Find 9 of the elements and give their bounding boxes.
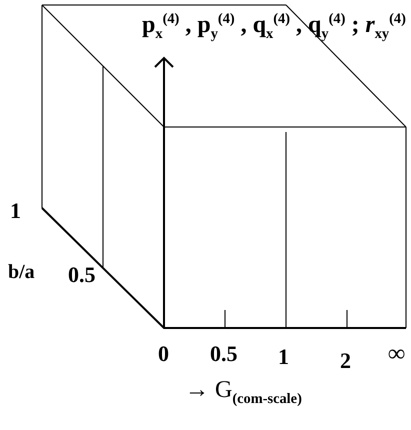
tick-label: 2 [340, 350, 351, 372]
tick-label: ∞ [388, 342, 406, 366]
tick-label: 1 [278, 346, 289, 368]
tick-label: 0 [158, 343, 169, 365]
axis-title: → G$_{(com-scale)}$ [185, 378, 302, 406]
tick-label: 0.5 [210, 343, 238, 365]
axis-title: b/a [8, 262, 35, 282]
tick-label: 0.5 [68, 264, 96, 286]
tick-label: 1 [10, 200, 21, 222]
